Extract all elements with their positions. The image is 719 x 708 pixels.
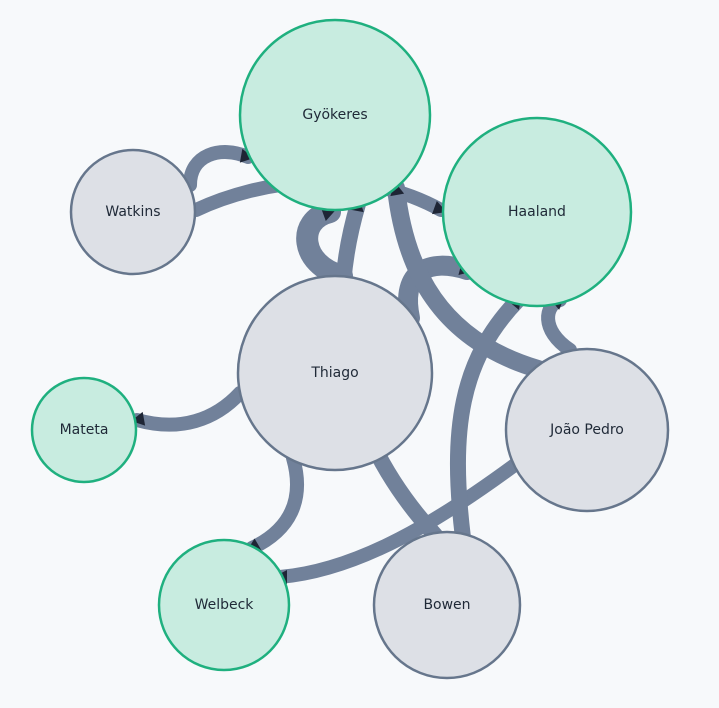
node-joao-pedro[interactable]: João Pedro [504,347,670,513]
node-circle[interactable] [441,116,633,308]
edge-line [273,457,523,584]
node-welbeck[interactable]: Welbeck [157,538,291,672]
edge-line [183,145,255,192]
node-bowen[interactable]: Bowen [372,530,522,680]
edge-line [449,292,526,546]
edge-watkins-to-gyokeres [183,145,255,192]
arrowhead-icon [131,411,146,426]
node-label: João Pedro [549,422,624,438]
edge-thiago-to-welbeck [245,451,304,555]
node-mateta[interactable]: Mateta [30,376,138,484]
edge-line [245,451,304,555]
node-circle[interactable] [30,376,138,484]
node-label: Thiago [310,365,358,381]
node-circle[interactable] [236,274,434,472]
arrowhead-icon [239,148,254,163]
node-label: Welbeck [195,597,255,613]
node-label: Haaland [508,204,566,220]
arrowhead-icon [390,182,405,197]
node-watkins[interactable]: Watkins [69,148,197,276]
edge-thiago-to-gyokeres [296,201,353,287]
node-label: Watkins [105,204,160,220]
node-haaland[interactable]: Haaland [441,116,633,308]
node-circle[interactable] [372,530,522,680]
node-label: Gyökeres [302,107,367,123]
node-circle[interactable] [69,148,197,276]
node-gyokeres[interactable]: Gyökeres [238,18,432,212]
node-circle[interactable] [157,538,291,672]
edge-joao-pedro-to-gyokeres [387,179,547,378]
node-circle[interactable] [504,347,670,513]
edge-line [387,179,547,378]
node-label: Mateta [60,422,109,438]
node-label: Bowen [423,597,470,613]
node-circle[interactable] [238,18,432,212]
edge-thiago-to-mateta [130,386,247,432]
edge-line [130,386,247,432]
edge-line [296,201,353,287]
node-thiago[interactable]: Thiago [236,274,434,472]
